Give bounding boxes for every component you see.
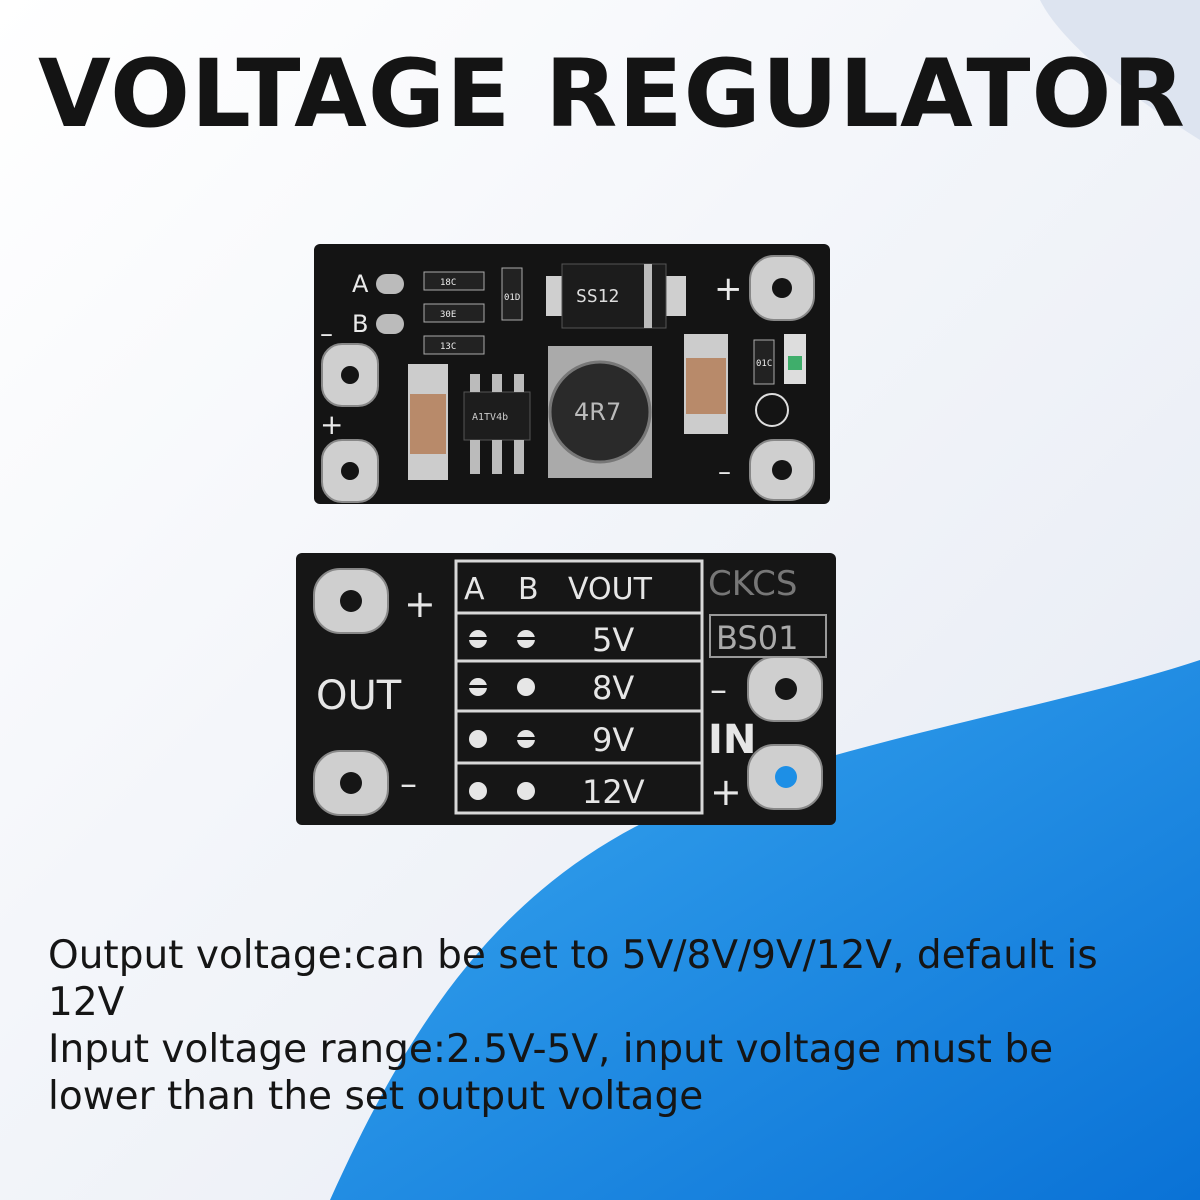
top-board: A B – + + – 18C 30E 13C 01D 01C SS12 4R7	[314, 244, 830, 504]
bottom-board: A B VOUT 5V 8V 9V 12V CKCS BS01 OUT IN +…	[296, 553, 836, 825]
label-minus-left-top: –	[320, 319, 333, 349]
minus-bottom-label: –	[400, 764, 417, 804]
table-header-a: A	[464, 572, 485, 607]
resistor-2-label: 30E	[440, 310, 456, 320]
row-5v-value: 5V	[592, 621, 634, 659]
led-outline	[755, 393, 789, 427]
pad-out-minus	[313, 750, 389, 816]
row-12v-marks	[469, 782, 535, 800]
out-label: OUT	[316, 673, 402, 719]
capacitor-left	[408, 364, 448, 480]
minus-right-label: –	[710, 670, 727, 710]
config-table	[454, 559, 704, 815]
led	[784, 334, 806, 384]
pad-left-bottom	[321, 439, 379, 503]
inductor-label: 4R7	[574, 398, 621, 426]
model-label: BS01	[716, 619, 798, 657]
pad-left-top	[321, 343, 379, 407]
brand-label: CKCS	[708, 564, 798, 604]
pad-right-bottom	[749, 439, 815, 501]
row-5v-marks	[468, 630, 536, 648]
label-plus-left: +	[320, 408, 343, 441]
label-minus-right: –	[718, 457, 731, 487]
description-output: Output voltage:can be set to 5V/8V/9V/12…	[48, 933, 1098, 1025]
bottom-board-svg: A B VOUT 5V 8V 9V 12V CKCS BS01 OUT IN +…	[296, 553, 836, 825]
plus-top-label: +	[404, 582, 436, 626]
resistor-3-label: 13C	[440, 342, 456, 352]
jumper-a	[376, 274, 404, 294]
label-b: B	[352, 310, 368, 338]
pad-out-plus	[313, 568, 389, 634]
label-a: A	[352, 270, 369, 298]
row-8v-marks	[468, 678, 535, 696]
table-header-b: B	[518, 572, 539, 607]
resistor-5-label: 01C	[756, 359, 772, 369]
resistor-1-label: 18C	[440, 278, 456, 288]
row-12v-value: 12V	[582, 773, 645, 811]
jumper-b	[376, 314, 404, 334]
diode-ss12: SS12	[546, 263, 686, 329]
ic-sot23: A1TV4b	[463, 374, 531, 474]
capacitor-right	[684, 334, 728, 434]
in-label: IN	[708, 717, 756, 763]
ic-label: A1TV4b	[472, 412, 508, 423]
pad-in-minus	[747, 656, 823, 722]
description: Output voltage:can be set to 5V/8V/9V/12…	[48, 932, 1158, 1120]
blue-swoosh	[330, 660, 1200, 1200]
label-plus-right: +	[714, 269, 743, 309]
diode-label: SS12	[576, 286, 619, 307]
resistor-group: 18C 30E 13C 01D 01C	[423, 267, 775, 385]
inductor-4r7: 4R7	[548, 346, 652, 478]
row-8v-value: 8V	[592, 669, 634, 707]
row-9v-value: 9V	[592, 721, 634, 759]
pad-right-top	[749, 255, 815, 321]
description-input: Input voltage range:2.5V-5V, input volta…	[48, 1027, 1054, 1119]
page-title: VOLTAGE REGULATOR	[38, 40, 1186, 149]
row-9v-marks	[469, 730, 536, 748]
resistor-4-label: 01D	[504, 293, 520, 303]
pad-in-plus	[747, 744, 823, 810]
plus-right-label: +	[710, 770, 742, 814]
table-header-vout: VOUT	[568, 572, 653, 607]
